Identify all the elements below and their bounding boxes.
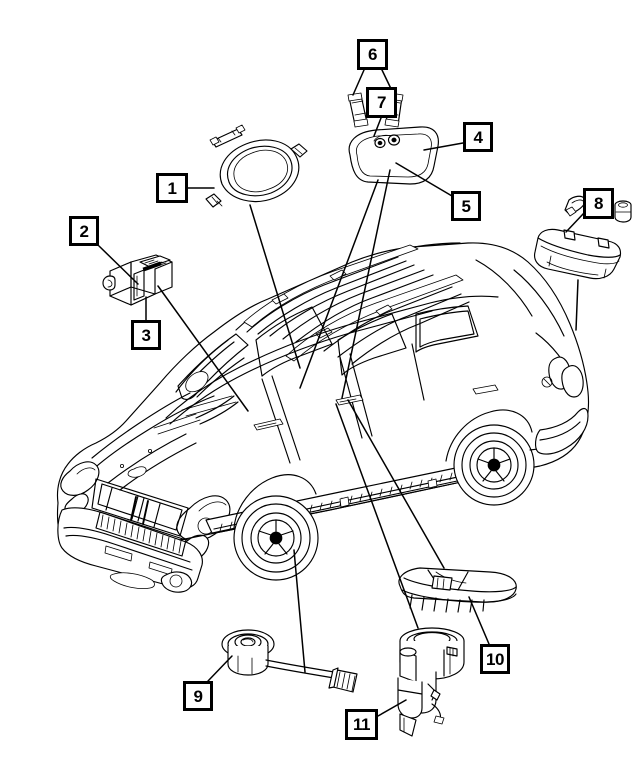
part-bulb-dome (209, 124, 246, 148)
part-dome-lamp-assembly (205, 124, 308, 208)
callout-box-9[interactable]: 9 (183, 681, 213, 711)
vehicle-illustration (56, 242, 590, 593)
part-reading-lamp-assembly (347, 92, 439, 185)
callout-box-6[interactable]: 6 (357, 39, 388, 70)
part-bulb-left (347, 92, 369, 128)
part-cargo-socket (614, 200, 632, 223)
part-cargo-lamp-assembly (534, 195, 632, 280)
part-lamp-socket-assembly (397, 627, 465, 737)
part-switch-assembly (102, 254, 173, 306)
callout-box-10[interactable]: 10 (480, 644, 510, 674)
callout-box-2[interactable]: 2 (69, 216, 99, 246)
callout-box-1[interactable]: 1 (156, 173, 188, 203)
callout-box-5[interactable]: 5 (451, 191, 481, 221)
callout-box-8[interactable]: 8 (583, 188, 614, 219)
callout-box-4[interactable]: 4 (463, 122, 493, 152)
callout-box-3[interactable]: 3 (131, 320, 161, 350)
part-under-seat-lamp-assembly (398, 567, 517, 613)
part-courtesy-lamp (221, 629, 358, 693)
callout-box-7[interactable]: 7 (366, 87, 397, 118)
callout-box-11[interactable]: 11 (345, 709, 378, 740)
